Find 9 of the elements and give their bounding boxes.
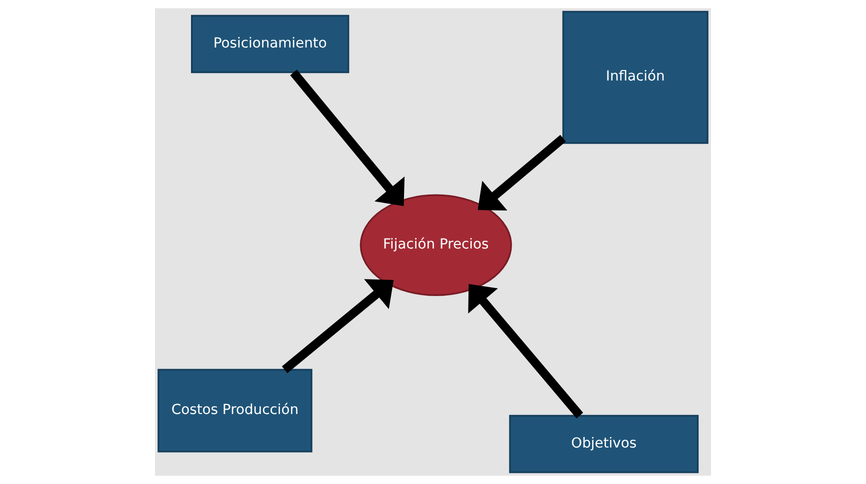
node-box: Costos Producción: [158, 368, 312, 452]
node-box: Objetivos: [509, 414, 699, 474]
arrow: [290, 70, 405, 206]
node-box: Inflación: [562, 10, 708, 144]
node-ellipse: Fijación Precios: [360, 194, 512, 296]
arrow: [282, 279, 394, 374]
node-box: Posicionamiento: [191, 14, 350, 74]
arrow: [468, 284, 584, 418]
arrow: [478, 134, 566, 211]
